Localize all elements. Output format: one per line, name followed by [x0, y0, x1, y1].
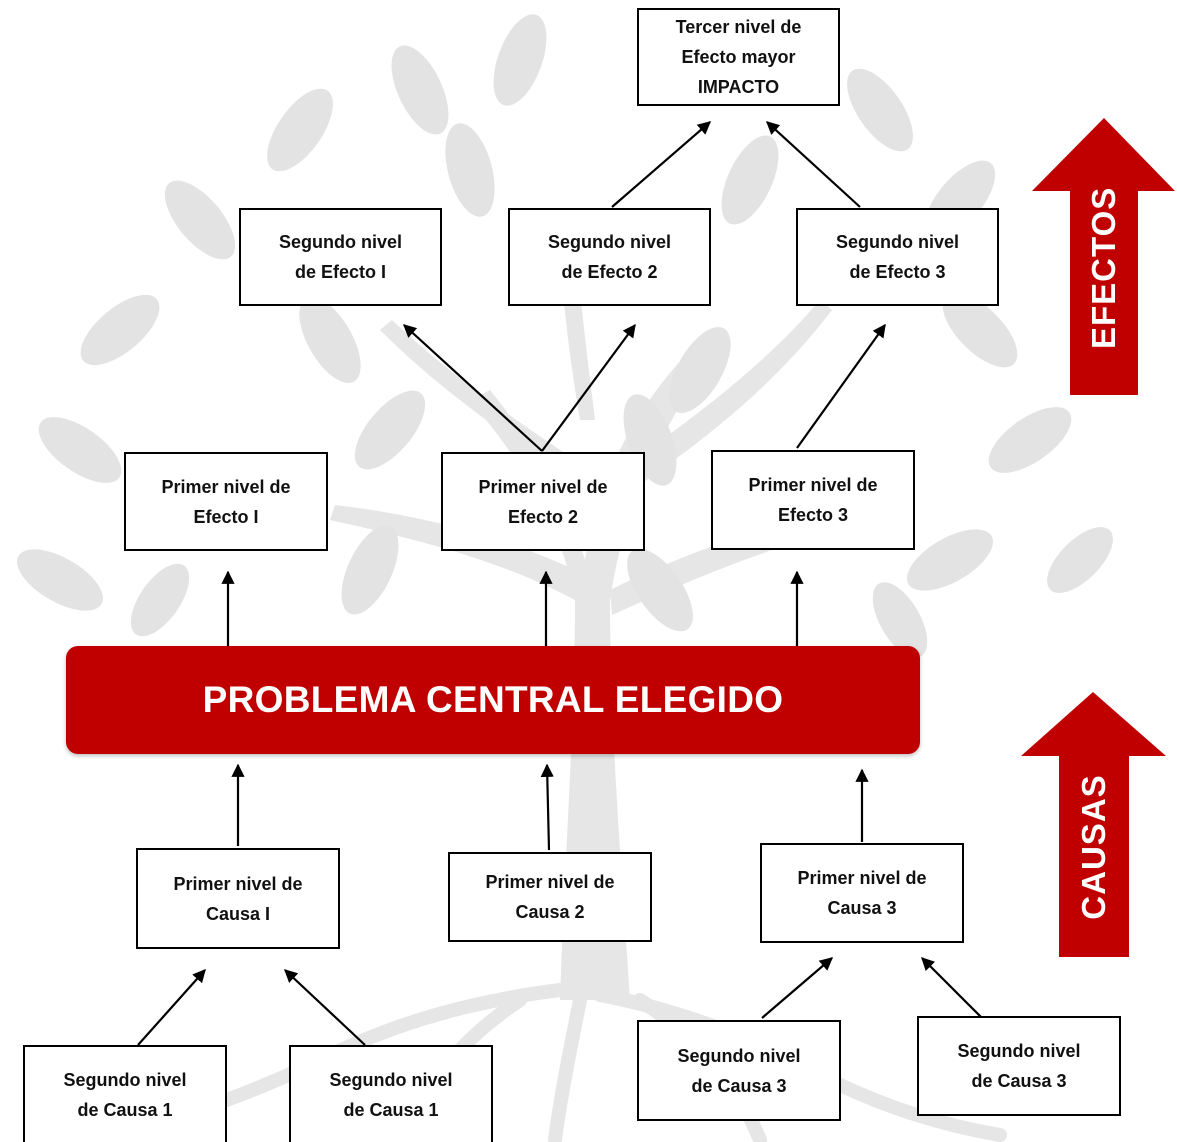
cause-second-level-box-2: Segundo nivel de Causa 1: [289, 1045, 493, 1142]
causes-side-label: CAUSAS: [1075, 774, 1112, 920]
cause-second-level-box-1: Segundo nivel de Causa 1: [23, 1045, 227, 1142]
effect-third-level-box: Tercer nivel de Efecto mayor IMPACTO: [637, 8, 840, 106]
effect-second-level-label-3: Segundo nivel de Efecto 3: [835, 232, 959, 282]
effect-third-level-label: Tercer nivel de Efecto mayor IMPACTO: [675, 17, 802, 97]
effect-first-level-box-3: Primer nivel de Efecto 3: [711, 450, 915, 550]
central-problem-box: PROBLEMA CENTRAL ELEGIDO: [66, 646, 920, 754]
cause-first-level-box-1: Primer nivel de Causa I: [136, 848, 340, 949]
effect-first-level-label-1: Primer nivel de Efecto I: [161, 476, 291, 527]
cause-second-level-label-3: Segundo nivel de Causa 3: [677, 1045, 801, 1096]
effect-first-level-label-2: Primer nivel de Efecto 2: [478, 476, 608, 527]
effect-second-level-box-3: Segundo nivel de Efecto 3: [796, 208, 999, 306]
effect-first-level-box-1: Primer nivel de Efecto I: [124, 452, 328, 551]
cause-second-level-label-2: Segundo nivel de Causa 1: [329, 1069, 453, 1120]
cause-first-level-box-3: Primer nivel de Causa 3: [760, 843, 964, 943]
effects-side-label: EFECTOS: [1085, 186, 1122, 349]
cause-first-level-box-2: Primer nivel de Causa 2: [448, 852, 652, 942]
cause-first-level-label-1: Primer nivel de Causa I: [173, 873, 303, 924]
cause-first-level-label-2: Primer nivel de Causa 2: [485, 872, 615, 922]
effects-side-arrow: [1032, 118, 1175, 395]
cause-second-level-label-1: Segundo nivel de Causa 1: [63, 1069, 187, 1120]
central-problem-label: PROBLEMA CENTRAL ELEGIDO: [202, 679, 784, 720]
effect-second-level-label-2: Segundo nivel de Efecto 2: [547, 232, 671, 282]
effect-second-level-label-1: Segundo nivel de Efecto I: [278, 232, 402, 282]
cause-second-level-box-4: Segundo nivel de Causa 3: [917, 1016, 1121, 1116]
cause-second-level-label-4: Segundo nivel de Causa 3: [957, 1041, 1081, 1091]
effect-second-level-box-1: Segundo nivel de Efecto I: [239, 208, 442, 306]
effect-second-level-box-2: Segundo nivel de Efecto 2: [508, 208, 711, 306]
effect-first-level-label-3: Primer nivel de Efecto 3: [748, 475, 878, 525]
effect-first-level-box-2: Primer nivel de Efecto 2: [441, 452, 645, 551]
causes-side-arrow: [1021, 692, 1166, 957]
cause-second-level-box-3: Segundo nivel de Causa 3: [637, 1020, 841, 1121]
cause-first-level-label-3: Primer nivel de Causa 3: [797, 868, 927, 918]
